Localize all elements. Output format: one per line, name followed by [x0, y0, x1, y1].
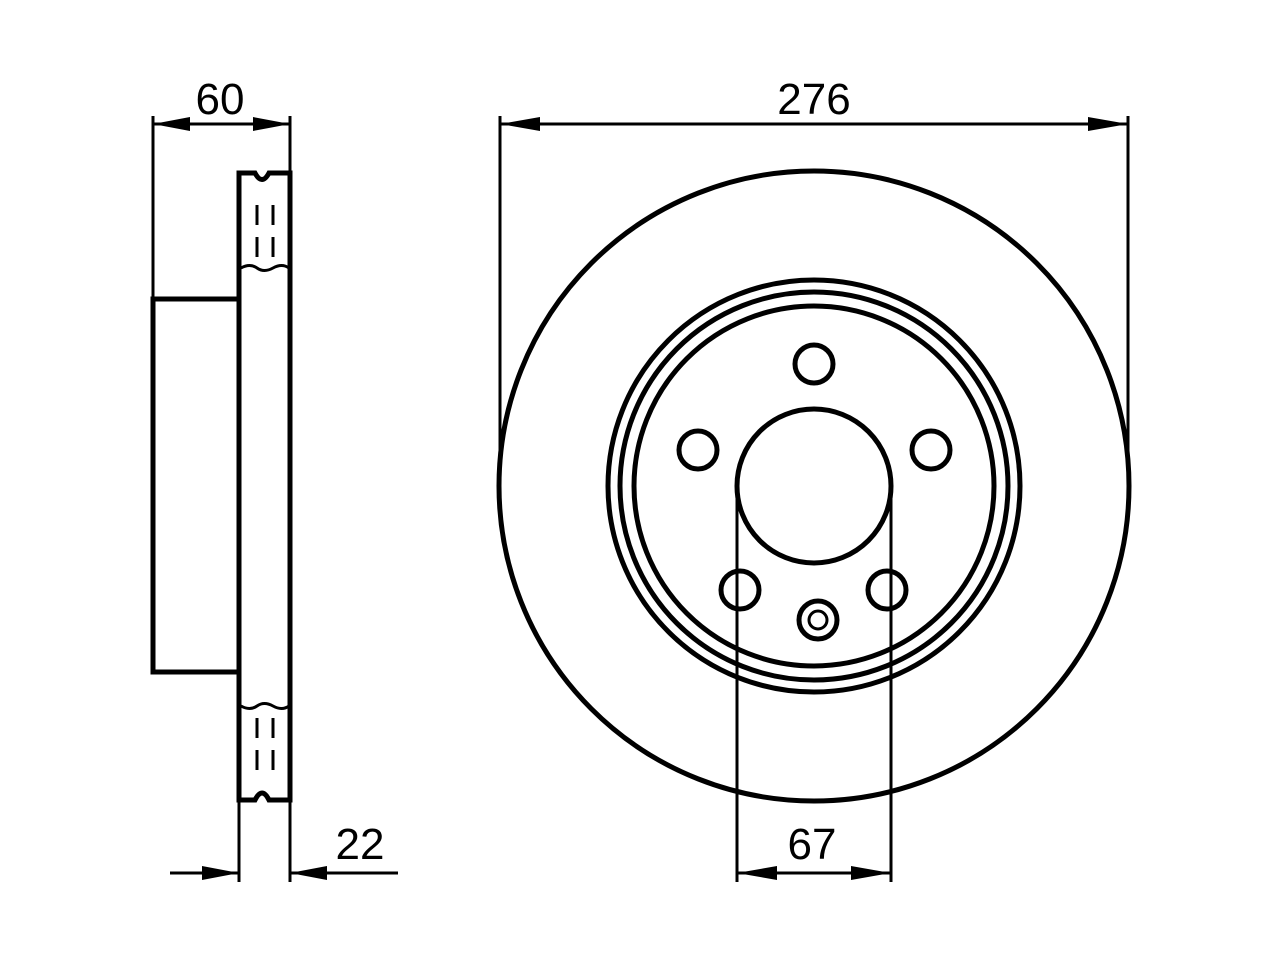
front-view-hub-ring-inner — [631, 303, 997, 669]
side-view — [150, 170, 293, 803]
front-view-center-bore — [734, 406, 894, 566]
bolt-hole — [676, 428, 720, 472]
bolt-hole — [865, 568, 909, 612]
dimension-outer-diameter-label: 276 — [777, 75, 850, 124]
bolt-hole — [792, 342, 836, 386]
dimension-hub-width: 60 — [151, 75, 292, 299]
side-view-vent-dashes-bottom — [255, 718, 275, 770]
dimension-center-bore-label: 67 — [788, 820, 837, 869]
side-view-vent-dashes-top — [255, 205, 275, 257]
front-view — [496, 168, 1132, 804]
bolt-hole — [718, 568, 762, 612]
dimension-disc-thickness-label: 22 — [336, 820, 385, 869]
side-view-vent-top — [240, 264, 290, 272]
bolt-hole — [909, 428, 953, 472]
dimension-outer-diameter: 276 — [498, 75, 1130, 486]
side-view-hub — [150, 296, 242, 675]
locating-screw-hole — [796, 598, 840, 642]
front-view-hub-ring-outer — [605, 277, 1023, 695]
dimension-center-bore: 67 — [735, 495, 893, 882]
front-view-outer-edge — [496, 168, 1132, 804]
front-view-hub-ring-middle — [617, 289, 1011, 683]
side-view-vent-bottom — [240, 702, 290, 710]
dimension-hub-width-label: 60 — [196, 75, 245, 124]
dimension-disc-thickness: 22 — [170, 800, 398, 882]
